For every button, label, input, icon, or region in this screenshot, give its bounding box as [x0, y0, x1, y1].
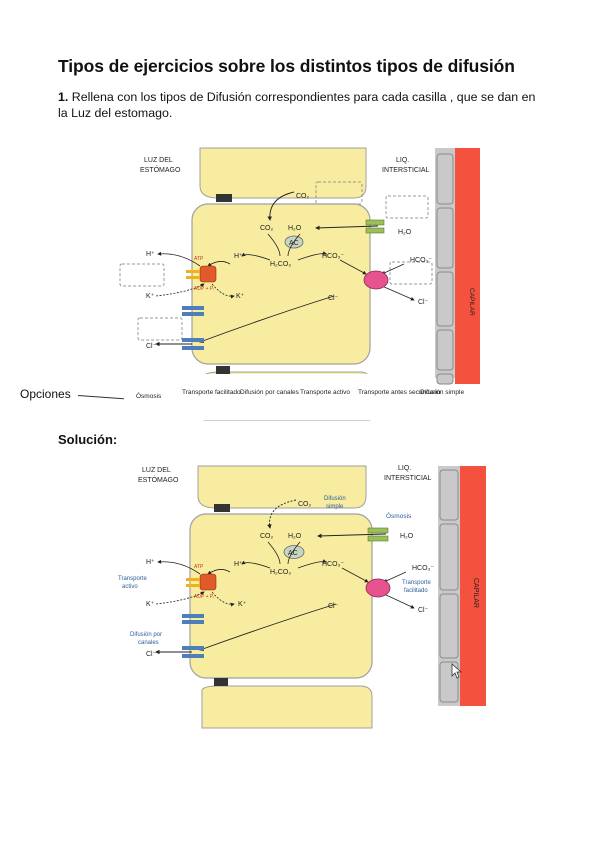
- hco3-inter-label-solution: HCO₃⁻: [412, 565, 434, 572]
- exercise-number: 1.: [58, 90, 69, 104]
- ac-enzyme: AC: [289, 240, 299, 247]
- cursor-icon: [451, 663, 463, 679]
- h2o-inter-label: H₂O: [398, 229, 412, 236]
- kplus-cell-label-solution: K⁺: [238, 601, 247, 608]
- answer-box-co2: [315, 181, 363, 205]
- hplus-lumen-label: H⁺: [146, 251, 155, 258]
- adp-label-solution: ADP + Pᵢ: [194, 594, 214, 600]
- co2-cell-label: CO₂: [260, 225, 274, 232]
- solution-diagram: CAPILAR LUZ DEL ESTÓMAGO LIQ. INTERSTICI…: [116, 465, 486, 729]
- hco3-cl-exchanger: [363, 270, 389, 290]
- co2-cell-label-solution: CO₂: [260, 533, 274, 540]
- interstitial-label-1-solution: LIQ.: [398, 465, 411, 472]
- co2-label: CO₂: [296, 193, 310, 200]
- hco3-cell-label: HCO₃⁻: [322, 253, 344, 260]
- interstitial-label-2-solution: INTERSTICIAL: [384, 475, 432, 482]
- cl-lumen-label-solution: Cl⁻: [146, 651, 157, 658]
- atp-label-solution: ATP: [194, 564, 204, 570]
- option-simple: Difusión simple: [420, 389, 464, 396]
- exercise-text: Rellena con los tipos de Difusión corres…: [58, 90, 536, 120]
- option-channels: Difusión por canales: [240, 389, 300, 396]
- solution-label: Solución:: [58, 432, 118, 447]
- cl-inter-label: Cl⁻: [418, 299, 429, 306]
- h2co3-label-solution: H₂CO₃: [270, 569, 291, 576]
- h2o-inter-label-solution: H₂O: [400, 533, 414, 540]
- lumen-label-1: LUZ DEL: [144, 157, 173, 164]
- cl-channel-solution: [182, 646, 204, 650]
- cl-channel: [182, 338, 204, 342]
- answer-box-atpase: [119, 263, 165, 287]
- co2-label-solution: CO₂: [298, 501, 312, 508]
- hplus-cell-label: H⁺: [234, 253, 243, 260]
- hco3-cell-label-solution: HCO₃⁻: [322, 561, 344, 568]
- capillary-solution: [460, 466, 486, 706]
- answer-box-h2o: [385, 195, 429, 219]
- aquaporin: [365, 219, 385, 226]
- page-title: Tipos de ejercicios sobre los distintos …: [58, 56, 515, 76]
- lumen-label-1-solution: LUZ DEL: [142, 467, 171, 474]
- solution-osmosis: Ósmosis: [386, 511, 412, 520]
- interstitial-label-1: LIQ.: [396, 157, 409, 164]
- h-k-atpase: [199, 265, 217, 283]
- capillary-label-solution: CAPILAR: [472, 578, 479, 608]
- parietal-cell-solution: [189, 513, 373, 679]
- exercise-instruction: 1. Rellena con los tipos de Difusión cor…: [58, 90, 548, 121]
- cl-lumen-label: Cl⁻: [146, 343, 157, 350]
- options-label: Opciones: [20, 387, 71, 401]
- option-active: Transporte activo: [300, 389, 350, 396]
- ac-enzyme-solution: AC: [288, 550, 298, 557]
- hplus-cell-label-solution: H⁺: [234, 561, 243, 568]
- h2o-cell-label: H₂O: [288, 225, 302, 232]
- kplus-cell-label: K⁺: [236, 293, 245, 300]
- kplus-lumen-label-solution: K⁺: [146, 601, 155, 608]
- capillary: [455, 148, 480, 384]
- answer-box-exchanger: [389, 261, 433, 285]
- answer-box-cl-channel: [137, 317, 183, 341]
- h-k-atpase-solution: [199, 573, 217, 591]
- capillary-label: CAPILAR: [468, 288, 475, 316]
- cl-cell-label: Cl⁻: [328, 295, 339, 302]
- hplus-lumen-label-solution: H⁺: [146, 559, 155, 566]
- options-pointer-line: [77, 395, 124, 400]
- adp-label: ADP + Pᵢ: [194, 286, 214, 292]
- interstitial-label-2: INTERSTICIAL: [382, 167, 430, 174]
- hco3-inter-label: HCO₃⁻: [410, 257, 432, 264]
- option-secondary: Transporte antes secundario: [358, 389, 441, 396]
- hco3-cl-exchanger-solution: [365, 578, 391, 598]
- atp-label: ATP: [194, 256, 204, 262]
- option-osmosis: Ósmosis: [136, 391, 162, 400]
- k-channel-solution: [182, 614, 204, 618]
- exercise-diagram: CAPILAR LUZ DEL ESTÓMAGO LIQ. INTERSTICI…: [119, 147, 480, 421]
- h2co3-label: H₂CO₃: [270, 261, 291, 268]
- lumen-label-2-solution: ESTÓMAGO: [138, 475, 179, 484]
- cl-cell-label-solution: Cl⁻: [328, 603, 339, 610]
- options-row: Ósmosis Transporte facilitado Difusión p…: [136, 389, 464, 400]
- kplus-lumen-label: K⁺: [146, 293, 155, 300]
- aquaporin-solution: [367, 527, 389, 534]
- parietal-cell: [191, 203, 371, 365]
- k-channel: [182, 306, 204, 310]
- lumen-label-2: ESTÓMAGO: [140, 165, 181, 174]
- cl-inter-label-solution: Cl⁻: [418, 607, 429, 614]
- h2o-cell-label-solution: H₂O: [288, 533, 302, 540]
- option-facilitated-line: Transporte facilitado: [182, 389, 241, 396]
